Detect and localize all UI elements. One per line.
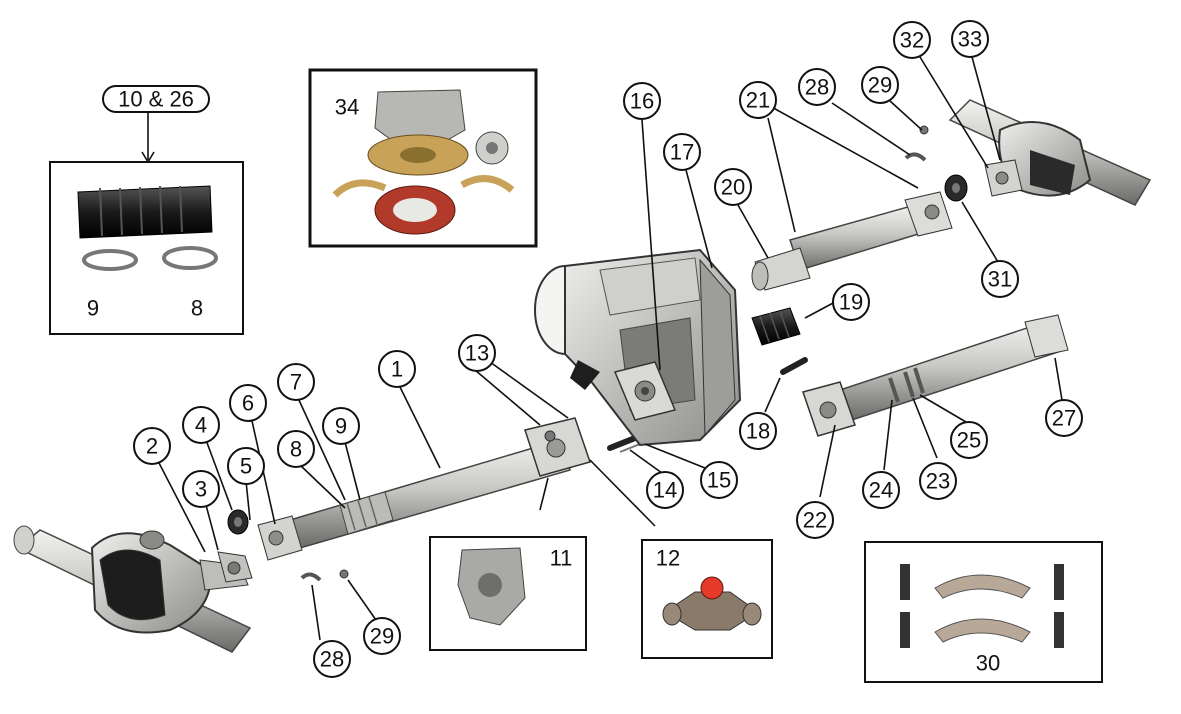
callout-1: 1 [378,350,416,388]
callout-21: 21 [739,81,777,119]
callout-15: 15 [700,461,738,499]
callout-18: 18 [739,412,777,450]
bolt-29-lower [339,569,349,579]
strap-28-lower [300,572,322,582]
svg-text:7: 7 [290,370,302,395]
callout-20: 20 [714,168,752,206]
rear-seal [944,174,968,202]
ujoint-inset: 12 [641,539,773,659]
straps-inset: 30 [864,541,1103,683]
svg-text:32: 32 [900,28,924,53]
yoke-kit-label: 34 [335,95,359,120]
callout-32: 32 [893,21,931,59]
front-axle [13,525,252,653]
svg-text:13: 13 [465,341,489,366]
svg-text:24: 24 [869,478,893,503]
svg-text:21: 21 [746,88,770,113]
straps-label: 30 [976,651,1000,676]
callout-10-26-text: 10 & 26 [118,87,194,112]
svg-text:14: 14 [653,478,677,503]
callout-31: 31 [981,260,1019,298]
callout-27: 27 [1045,399,1083,437]
svg-text:28: 28 [805,75,829,100]
rear-boot [751,307,801,346]
callout-29-lower: 29 [363,617,401,655]
callout-2: 2 [133,427,171,465]
svg-text:28: 28 [320,647,344,672]
callout-16: 16 [623,82,661,120]
svg-text:5: 5 [240,454,252,479]
callout-19: 19 [832,283,870,321]
svg-text:33: 33 [958,27,982,52]
callout-10-26: 10 & 26 [102,85,210,113]
svg-text:17: 17 [670,140,694,165]
svg-text:9: 9 [335,414,347,439]
callout-3: 3 [182,470,220,508]
callout-13: 13 [458,334,496,372]
strap-28-upper [904,152,927,162]
callout-8: 8 [277,430,315,468]
svg-text:8: 8 [290,437,302,462]
callout-17: 17 [663,133,701,171]
boot-kit-inset: 9 8 [49,161,244,335]
svg-text:1: 1 [391,357,403,382]
callout-14: 14 [646,471,684,509]
bolt-18 [780,357,808,375]
svg-text:23: 23 [926,469,950,494]
ujoint-label: 12 [656,546,680,571]
svg-text:15: 15 [707,468,731,493]
svg-text:25: 25 [957,428,981,453]
svg-text:29: 29 [370,624,394,649]
callout-6: 6 [229,384,267,422]
callout-7: 7 [277,363,315,401]
callout-5: 5 [227,447,265,485]
front-pinion-yoke [217,551,253,583]
callout-24: 24 [862,471,900,509]
svg-text:27: 27 [1052,406,1076,431]
callout-9: 9 [322,407,360,445]
rear-driveshaft-lower [802,314,1069,437]
rear-driveshaft-upper [751,191,953,291]
svg-text:2: 2 [146,434,158,459]
svg-text:18: 18 [746,419,770,444]
transfer-case [534,248,742,447]
callout-23: 23 [919,462,957,500]
svg-text:31: 31 [988,267,1012,292]
callout-22: 22 [796,501,834,539]
svg-text:22: 22 [803,508,827,533]
callout-25: 25 [950,421,988,459]
svg-text:6: 6 [242,391,254,416]
callout-29-upper: 29 [861,66,899,104]
front-driveshaft [257,417,591,561]
svg-text:16: 16 [630,89,654,114]
callout-33: 33 [951,20,989,58]
svg-text:3: 3 [195,477,207,502]
yoke-label: 11 [550,546,573,571]
front-seal [227,509,249,535]
svg-text:4: 4 [195,413,207,438]
bolt-29-upper [919,125,929,135]
callout-28-lower: 28 [313,640,351,678]
svg-text:19: 19 [839,290,863,315]
callout-4: 4 [182,406,220,444]
yoke-inset: 11 [429,536,587,651]
svg-text:20: 20 [721,175,745,200]
boot-kit-label-right: 8 [191,296,203,321]
svg-text:29: 29 [868,73,892,98]
yoke-kit-inset: 34 [308,68,538,248]
boot-kit-label-left: 9 [87,296,99,321]
rear-axle [948,99,1152,206]
callout-28-upper: 28 [798,68,836,106]
